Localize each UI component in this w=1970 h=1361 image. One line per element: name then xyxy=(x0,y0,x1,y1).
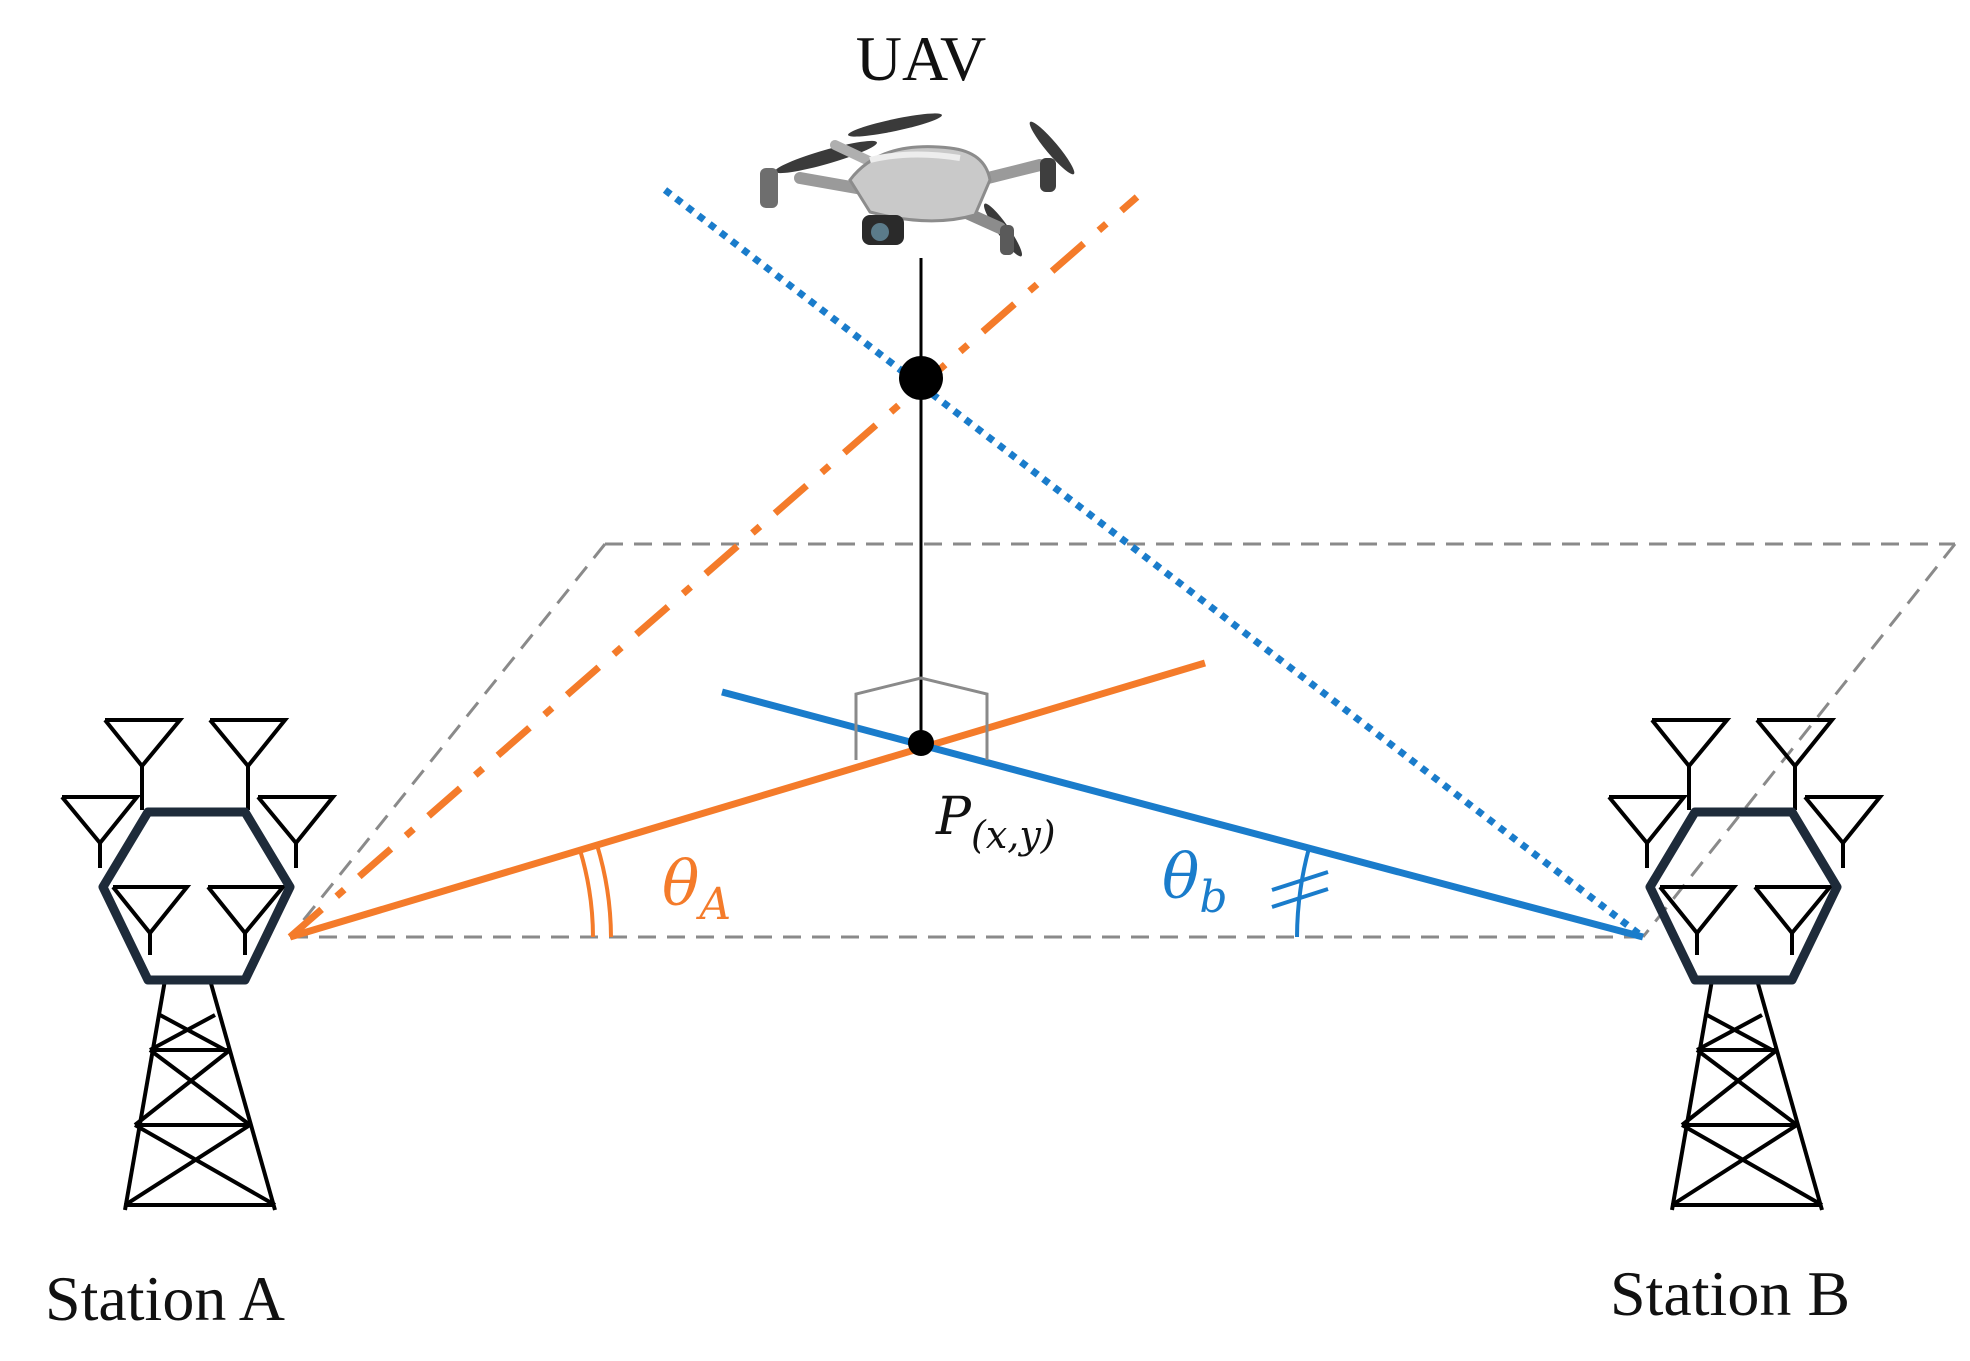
theta-b-label: θb xyxy=(1162,840,1228,923)
right-angle-marker xyxy=(854,676,989,760)
theta-a-subscript: A xyxy=(695,879,731,930)
plane-left-edge xyxy=(288,543,607,938)
uav-label: UAV xyxy=(856,23,986,94)
orange-dashdot-line xyxy=(287,194,1140,940)
station-b-label: Station B xyxy=(1610,1258,1850,1329)
theta-b-arc xyxy=(1271,847,1329,938)
drone-icon xyxy=(760,113,1075,257)
antenna-tower-icon xyxy=(1607,718,1885,1211)
theta-a-arc xyxy=(578,844,613,938)
antenna-tower-icon xyxy=(60,718,338,1211)
blue-bearing-line xyxy=(721,688,1644,941)
theta-b-subscript: b xyxy=(1199,872,1227,923)
orange-bearing-line xyxy=(288,659,1207,941)
theta-a-symbol: θ xyxy=(662,847,699,920)
point-p-main: P xyxy=(935,787,972,847)
point-p-label: P(x,y) xyxy=(935,787,1056,857)
plane-right-edge xyxy=(1641,543,1957,938)
ground-plane xyxy=(288,542,1957,939)
theta-b-symbol: θ xyxy=(1162,840,1199,913)
uav-projection-point xyxy=(899,356,943,400)
blue-dotted-line xyxy=(662,187,1646,940)
point-p xyxy=(908,730,934,756)
station-a-label: Station A xyxy=(45,1263,285,1334)
theta-a-label: θA xyxy=(662,847,731,930)
point-p-subscript: (x,y) xyxy=(971,813,1056,857)
